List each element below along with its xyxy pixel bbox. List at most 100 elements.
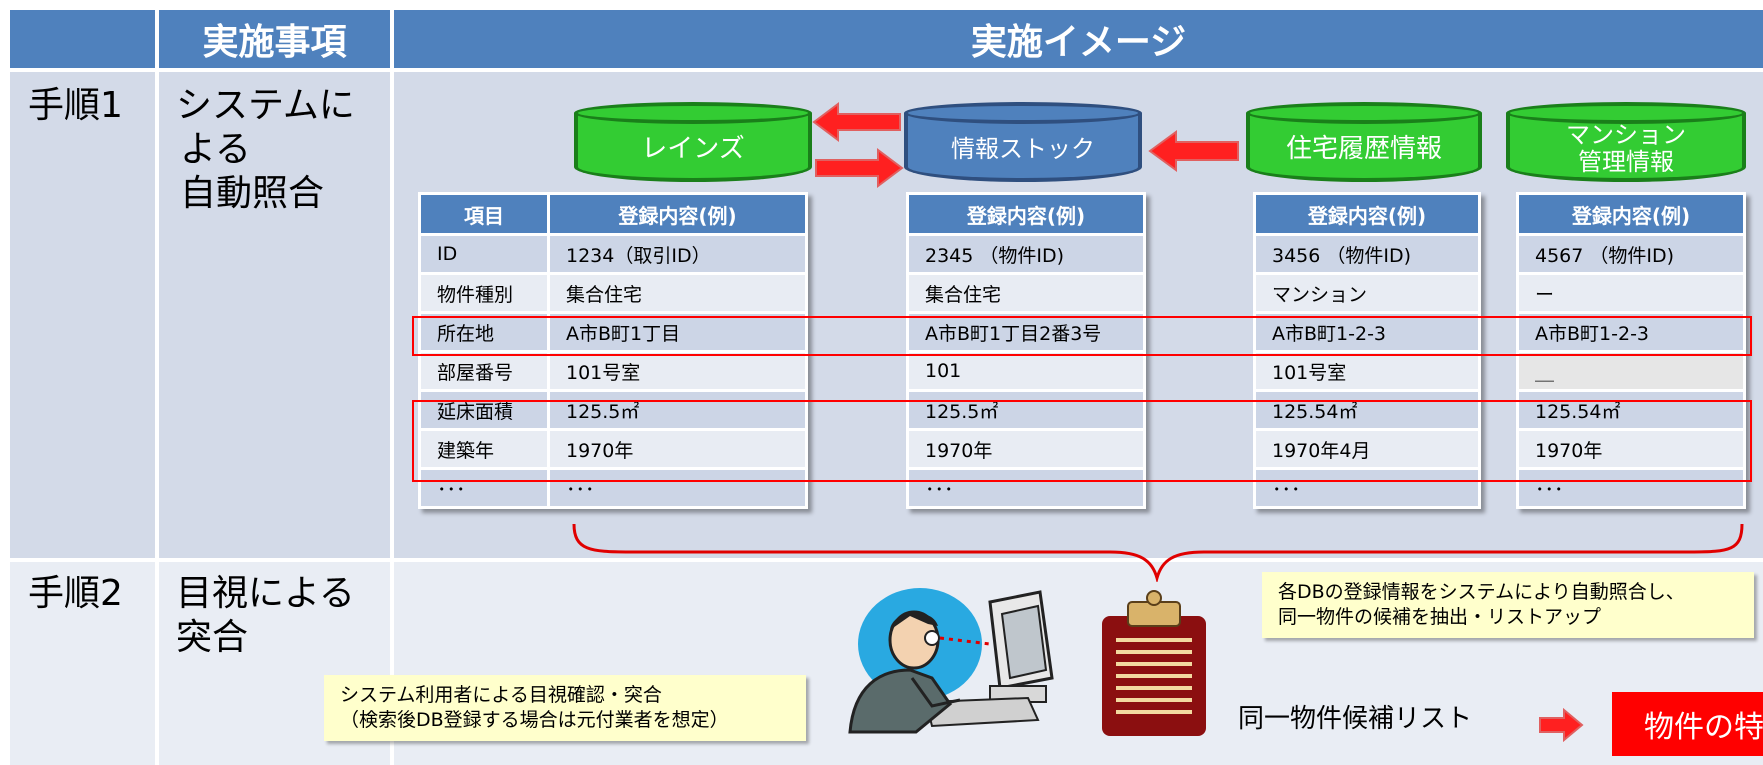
cell-value: 125.54㎡ [1253,389,1481,431]
step1-number: 手順1 [28,85,123,126]
cell-value: A市B町1丁目2番3号 [906,311,1146,353]
auto-match-note-line: 同一物件の候補を抽出・リストアップ [1278,606,1602,628]
table-row: 1970年4月 [1253,428,1481,470]
reins-db-cylinder: レインズ [574,102,812,182]
auto-match-note: 各DBの登録情報をシステムにより自動照合し、 同一物件の候補を抽出・リストアップ [1262,572,1754,638]
arrow-left-icon [812,102,901,142]
table-header-content: 登録内容(例) [906,192,1146,236]
cell-value: A市B町1-2-3 [1516,311,1746,353]
table-row: ＿ [1516,350,1746,392]
stock-data-table: 登録内容(例) 2345 （物件ID) 集合住宅 A市B町1丁目2番3号 101… [906,192,1146,509]
row1-step-no-cell [10,72,155,558]
table-row: 物件種別集合住宅 [418,272,808,314]
cell-value: 1970年 [906,428,1146,470]
step2-title-line: 目視による [176,573,355,614]
table-row: 125.5㎡ [906,389,1146,431]
cell-value: 3456 （物件ID) [1253,233,1481,275]
table-row: 集合住宅 [906,272,1146,314]
cell-value: 125.5㎡ [906,389,1146,431]
header-step-column: 実施事項 [159,10,390,68]
cell-label: 所在地 [418,311,550,353]
table-header-content: 登録内容(例) [547,192,808,236]
step1-title-line: 自動照合 [180,173,325,214]
grouping-brace [572,523,1744,582]
cell-value: ＿ [1516,350,1746,392]
step2-title-line: 突合 [176,617,249,658]
header-image-column: 実施イメージ [394,10,1763,68]
table-row: 125.54㎡ [1516,389,1746,431]
cell-value: ー [1516,272,1746,314]
person-at-computer-icon [848,588,1054,734]
mansion-db-label-line2: 管理情報 [1578,148,1674,176]
row2-step-no-cell [10,562,155,765]
mansion-data-table: 登録内容(例) 4567 （物件ID) ー A市B町1-2-3 ＿ 125.54… [1516,192,1746,509]
cell-value: 101号室 [1253,350,1481,392]
housing-history-data-table: 登録内容(例) 3456 （物件ID) マンション A市B町1-2-3 101号… [1253,192,1481,509]
table-row: ー [1516,272,1746,314]
header-blank-cell [10,10,155,68]
auto-match-note-line: 各DBの登録情報をシステムにより自動照合し、 [1278,581,1685,603]
table-row: 3456 （物件ID) [1253,233,1481,275]
arrow-right-icon [1539,708,1584,742]
visual-check-note: システム利用者による目視確認・突合 （検索後DB登録する場合は元付業者を想定） [324,675,806,741]
cell-label: 物件種別 [418,272,550,314]
visual-check-note-line: （検索後DB登録する場合は元付業者を想定） [340,709,729,731]
cell-value: ･･･ [1516,467,1746,509]
cell-value: 1970年 [1516,428,1746,470]
step1-title: システムに よる 自動照合 [176,84,355,216]
mansion-db-cylinder: マンション 管理情報 [1506,102,1746,182]
stock-db-label: 情報ストック [951,135,1095,163]
table-row: ･･････ [418,467,808,509]
cell-value: 1234（取引ID） [547,233,808,275]
step1-title-line: よる [180,129,251,170]
step2-number: 手順2 [28,573,123,614]
highlight-address-row [412,316,1752,356]
table-header-content: 登録内容(例) [1253,192,1481,236]
cell-value: A市B町1丁目 [547,311,808,353]
cell-value: 1970年 [547,428,808,470]
cell-value: 1970年4月 [1253,428,1481,470]
arrow-left-icon [1148,130,1239,172]
cell-value: 125.54㎡ [1516,389,1746,431]
table-row: 2345 （物件ID) [906,233,1146,275]
table-row: 101 [906,350,1146,392]
housing-history-db-cylinder: 住宅履歴情報 [1246,102,1482,182]
table-row: ･･･ [906,467,1146,509]
step2-title: 目視による 突合 [176,572,355,660]
reins-db-label: レインズ [641,134,745,164]
table-row: ･･･ [1516,467,1746,509]
table-row: A市B町1-2-3 [1253,311,1481,353]
mansion-db-label: マンション 管理情報 [1506,121,1746,176]
table-row: 101号室 [1253,350,1481,392]
table-row: 1970年 [1516,428,1746,470]
table-row: 125.54㎡ [1253,389,1481,431]
cell-label: ･･･ [418,467,550,509]
table-header-content: 登録内容(例) [1516,192,1746,236]
db-sync-arrows [812,102,904,188]
cell-label: 部屋番号 [418,350,550,392]
mansion-db-label-line1: マンション [1566,121,1686,149]
highlight-area-year-rows [412,400,1752,482]
cell-value: 4567 （物件ID) [1516,233,1746,275]
cell-value: ･･･ [547,467,808,509]
stock-db-cylinder: 情報ストック [904,102,1142,182]
property-identification-box: 物件の特 [1612,692,1763,756]
cell-value: 集合住宅 [906,272,1146,314]
cell-value: 101号室 [547,350,808,392]
cell-value: 101 [906,350,1146,392]
table-row: マンション [1253,272,1481,314]
row1-step-title-cell [159,72,390,558]
cell-label: 建築年 [418,428,550,470]
step1-title-line: システムに [176,85,355,126]
housing-history-db-label: 住宅履歴情報 [1285,134,1442,164]
table-row: A市B町1-2-3 [1516,311,1746,353]
cell-value: ･･･ [906,467,1146,509]
cell-label: ID [418,233,550,275]
visual-check-note-line: システム利用者による目視確認・突合 [340,684,662,706]
cell-value: ･･･ [1253,467,1481,509]
